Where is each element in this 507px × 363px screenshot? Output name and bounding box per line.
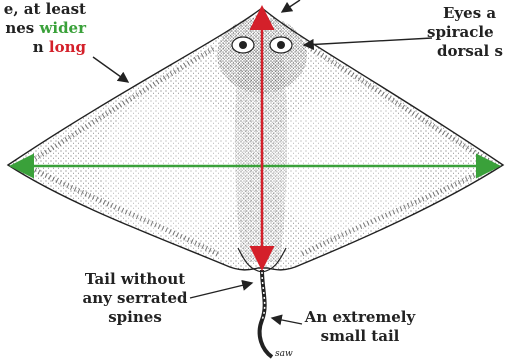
eyes-line1: Eyes a bbox=[443, 4, 503, 23]
disc-shape-annotation: e, at least nes wider n long bbox=[0, 0, 86, 57]
ray-tail bbox=[260, 270, 272, 357]
disc-shape-line2: nes bbox=[5, 19, 39, 37]
leader-tail-spines bbox=[190, 283, 252, 298]
tail-spines-line3: spines bbox=[80, 308, 190, 327]
leader-disc bbox=[93, 57, 128, 82]
eyes-line2: spiracle bbox=[427, 23, 503, 42]
long-highlight: long bbox=[49, 38, 86, 56]
wider-highlight: wider bbox=[39, 19, 86, 37]
tail-spines-annotation: Tail without any serrated spines bbox=[80, 270, 190, 327]
leader-small-tail bbox=[272, 318, 302, 324]
tail-spines-line1: Tail without bbox=[80, 270, 190, 289]
leader-top bbox=[282, 0, 300, 12]
small-tail-line1: An extremely bbox=[300, 308, 420, 327]
small-tail-line2: small tail bbox=[300, 327, 420, 346]
leader-eyes bbox=[304, 38, 432, 45]
disc-shape-line3: n bbox=[33, 38, 49, 56]
eyes-annotation: Eyes a spiracle dorsal s bbox=[443, 4, 503, 61]
signature: saw bbox=[275, 349, 293, 359]
disc-shape-line1: e, at least bbox=[0, 0, 86, 19]
tail-spines-line2: any serrated bbox=[80, 289, 190, 308]
eyes-line3: dorsal s bbox=[437, 42, 503, 61]
small-tail-annotation: An extremely small tail bbox=[300, 308, 420, 346]
